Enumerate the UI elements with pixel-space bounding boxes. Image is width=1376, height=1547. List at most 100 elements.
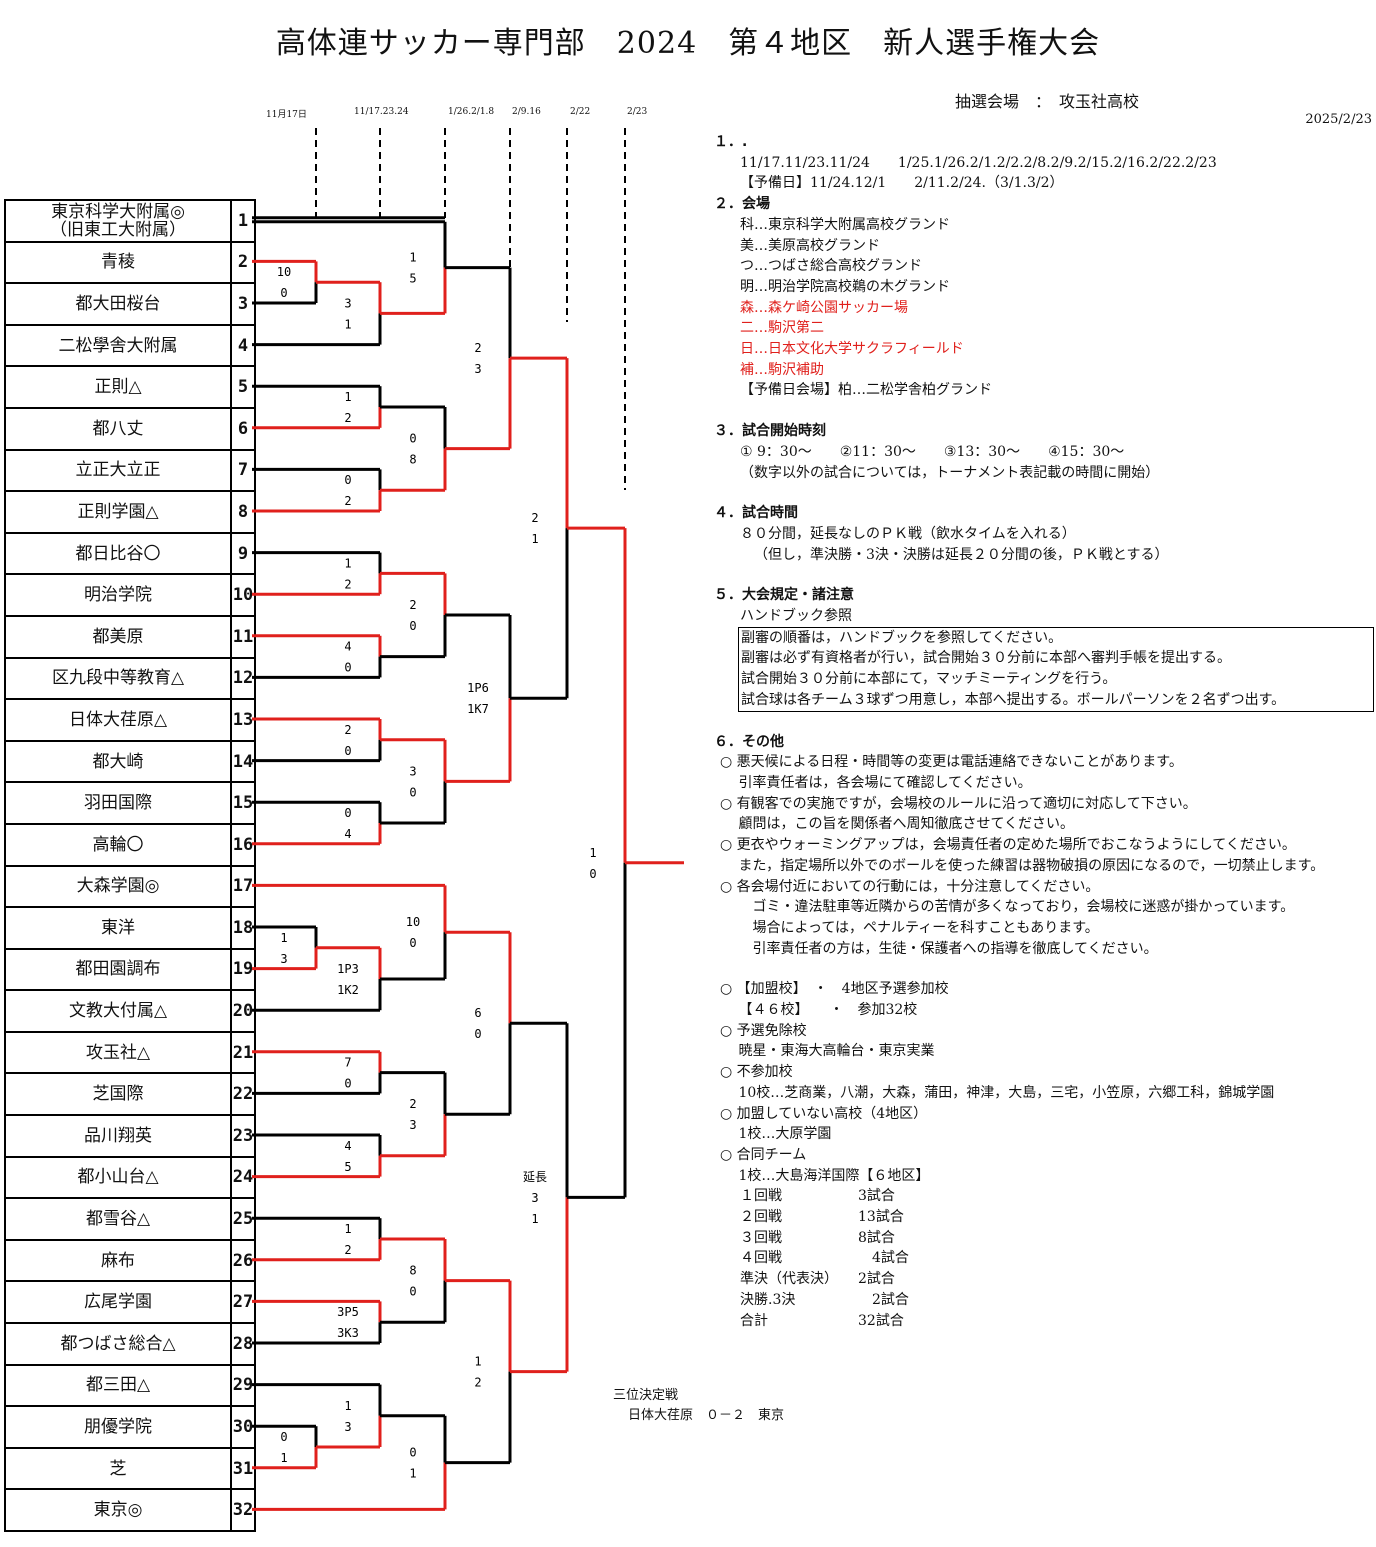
score: 1 [409, 1467, 416, 1481]
score: 1 [344, 390, 351, 404]
score: 1 [280, 1451, 287, 1465]
member-schools: ○ 【加盟校】 ・ 4地区予選参加校 【４６校】 ・ 参加32校○ 予選免除校 … [714, 979, 1374, 1186]
team-name: 都美原 [6, 616, 232, 657]
team-row: 都小山台△24 [6, 1157, 254, 1200]
team-name: 日体大荏原△ [6, 700, 232, 740]
score: 0 [409, 432, 416, 446]
team-row: 区九段中等教育△12 [6, 658, 254, 701]
venue-item-red: 二…駒沢第二 [740, 320, 824, 337]
team-name: 都三田△ [6, 1365, 232, 1406]
rule-line: 副審の順番は，ハンドブックを参照してください。 [741, 629, 1063, 646]
seed-number: 27 [232, 1292, 254, 1313]
score: 5 [409, 272, 416, 286]
match-duration-note: （但し，準決勝・3決・決勝は延長２０分間の後，ＰＫ戦とする） [754, 546, 1169, 563]
score: 2 [344, 723, 351, 737]
score: 0 [409, 1446, 416, 1460]
team-row: 大森学園◎17 [6, 866, 254, 909]
seed-number: 24 [232, 1167, 254, 1188]
score: 2 [344, 411, 351, 425]
seed-number: 1 [237, 210, 249, 231]
score: 0 [409, 1285, 416, 1299]
score: 1 [280, 931, 287, 945]
team-name: 東洋 [6, 908, 232, 948]
note-line: 1校…大原学園 [720, 1126, 832, 1143]
team-row: 都三田△29 [6, 1365, 254, 1408]
note-line: ○ 各会場付近においての行動には，十分注意してください。 [720, 878, 1100, 895]
team-name: 東京◎ [6, 1490, 232, 1530]
score: 7 [344, 1056, 351, 1070]
score: 10 [277, 265, 291, 279]
score: 4 [344, 1139, 351, 1153]
venue-item: 美…美原高校グランド [740, 237, 880, 254]
score: 1P3 [337, 962, 359, 976]
score: 1 [344, 1222, 351, 1236]
score: 0 [280, 1430, 287, 1444]
venue-item-red: 日…日本文化大学サクラフィールド [740, 341, 964, 358]
score: 2 [344, 577, 351, 591]
seed-number: 30 [232, 1417, 254, 1438]
score: 2 [474, 1376, 481, 1390]
score: 1 [531, 532, 538, 546]
round-count: 13試合 [858, 1209, 904, 1226]
team-name: 攻玉社△ [6, 1032, 232, 1073]
score: 8 [409, 1264, 416, 1278]
score: 3 [344, 1420, 351, 1434]
round-name: 決勝.3決 [740, 1291, 796, 1308]
team-name: 都大崎 [6, 741, 232, 782]
section-3-heading: ３．試合開始時刻 [714, 423, 826, 440]
note-line: 引率責任者は，各会場にて確認してください。 [720, 774, 1032, 791]
note-line: 引率責任者の方は，生徒・保護者への指導を徹底してください。 [720, 940, 1158, 957]
team-name: 品川翔英 [6, 1116, 232, 1156]
seed-number: 29 [232, 1375, 254, 1396]
team-row: 日体大荏原△13 [6, 700, 254, 742]
round-date-6: 2/23 [627, 107, 648, 117]
note-line: ○ 加盟していない高校（4地区） [720, 1105, 928, 1122]
kickoff-note: （数字以外の試合については，トーナメント表記載の時間に開始） [740, 464, 1160, 481]
score: 3 [344, 296, 351, 310]
score: 2 [344, 1243, 351, 1257]
score: 8 [409, 453, 416, 467]
note-line: ○ 【加盟校】 ・ 4地区予選参加校 [720, 981, 949, 998]
seed-number: 9 [237, 543, 249, 564]
rule-line: 試合球は各チーム３球ずつ用意し，本部へ提出する。ボールパーソンを２名ずつ出す。 [741, 691, 1286, 708]
score: 1 [531, 1212, 538, 1226]
round-count: 8試合 [858, 1229, 895, 1246]
score: 0 [344, 1077, 351, 1091]
seed-number: 20 [232, 1001, 254, 1022]
note-line: また，指定場所以外でのボールを使った練習は器物破損の原因になるので，一切禁止しま… [720, 857, 1325, 874]
team-name: 大森学園◎ [6, 866, 232, 907]
rule-line: 副審は必ず有資格者が行い，試合開始３０分前に本部へ審判手帳を提出する。 [741, 650, 1231, 667]
match-duration: ８０分間，延長なしのＰＫ戦（飲水タイムを入れる） [740, 525, 1076, 542]
score: 5 [344, 1160, 351, 1174]
team-name: 都小山台△ [6, 1157, 232, 1198]
venue-item-red: 補…駒沢補助 [740, 361, 824, 378]
score: 0 [474, 1027, 481, 1041]
seed-number: 15 [232, 793, 254, 814]
score: 3K3 [337, 1326, 359, 1340]
venue-list: 科…東京科学大附属高校グランド 美…美原高校グランド つ…つばさ総合高校グランド… [714, 215, 1374, 401]
third-place-match: 三位決定戦 日体大荏原 ０－２ 東京 [613, 1386, 784, 1426]
seed-number: 10 [232, 585, 254, 606]
score: 0 [409, 619, 416, 633]
team-row: 東京科学大附属◎ （旧東工大附属）1 [6, 201, 254, 243]
score: 3 [531, 1191, 538, 1205]
team-name: 芝国際 [6, 1074, 232, 1115]
seed-number: 4 [237, 335, 249, 356]
score: 1 [589, 846, 596, 860]
seed-number: 6 [237, 418, 249, 439]
round-date-5: 2/22 [570, 107, 591, 117]
seed-number: 23 [232, 1125, 254, 1146]
round-count: 2試合 [858, 1271, 895, 1288]
team-name: 朋優学院 [6, 1407, 232, 1447]
handbook-ref: ハンドブック参照 [740, 608, 852, 625]
